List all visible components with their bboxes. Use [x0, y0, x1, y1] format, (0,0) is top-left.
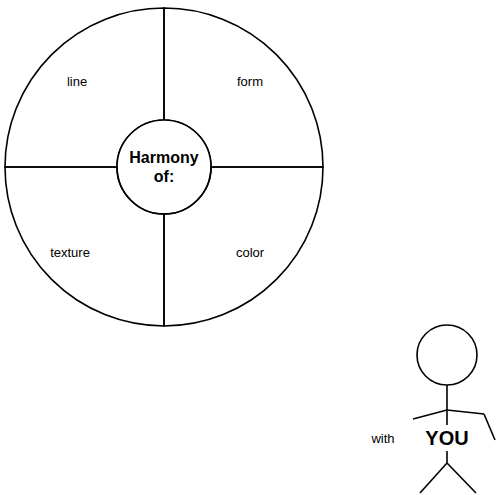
figure-leg	[447, 463, 476, 493]
ring-sector: color	[164, 167, 323, 326]
ring-sector: texture	[5, 167, 164, 326]
figure-arm	[484, 414, 495, 440]
figure-body	[446, 451, 448, 463]
figure-leg	[420, 463, 447, 493]
sector-label: line	[67, 74, 87, 90]
figure-body	[446, 385, 448, 425]
figure-arm	[413, 410, 447, 419]
sector-label: form	[237, 74, 263, 90]
with-label: with	[371, 432, 394, 446]
sector-outline	[164, 167, 323, 326]
sector-outline	[5, 167, 164, 326]
sector-label: texture	[50, 245, 90, 261]
center-title: Harmony of:	[124, 148, 204, 186]
figure-arm	[447, 410, 484, 414]
figure-head	[417, 325, 477, 385]
you-label: YOU	[425, 427, 468, 449]
sector-label: color	[236, 245, 264, 261]
